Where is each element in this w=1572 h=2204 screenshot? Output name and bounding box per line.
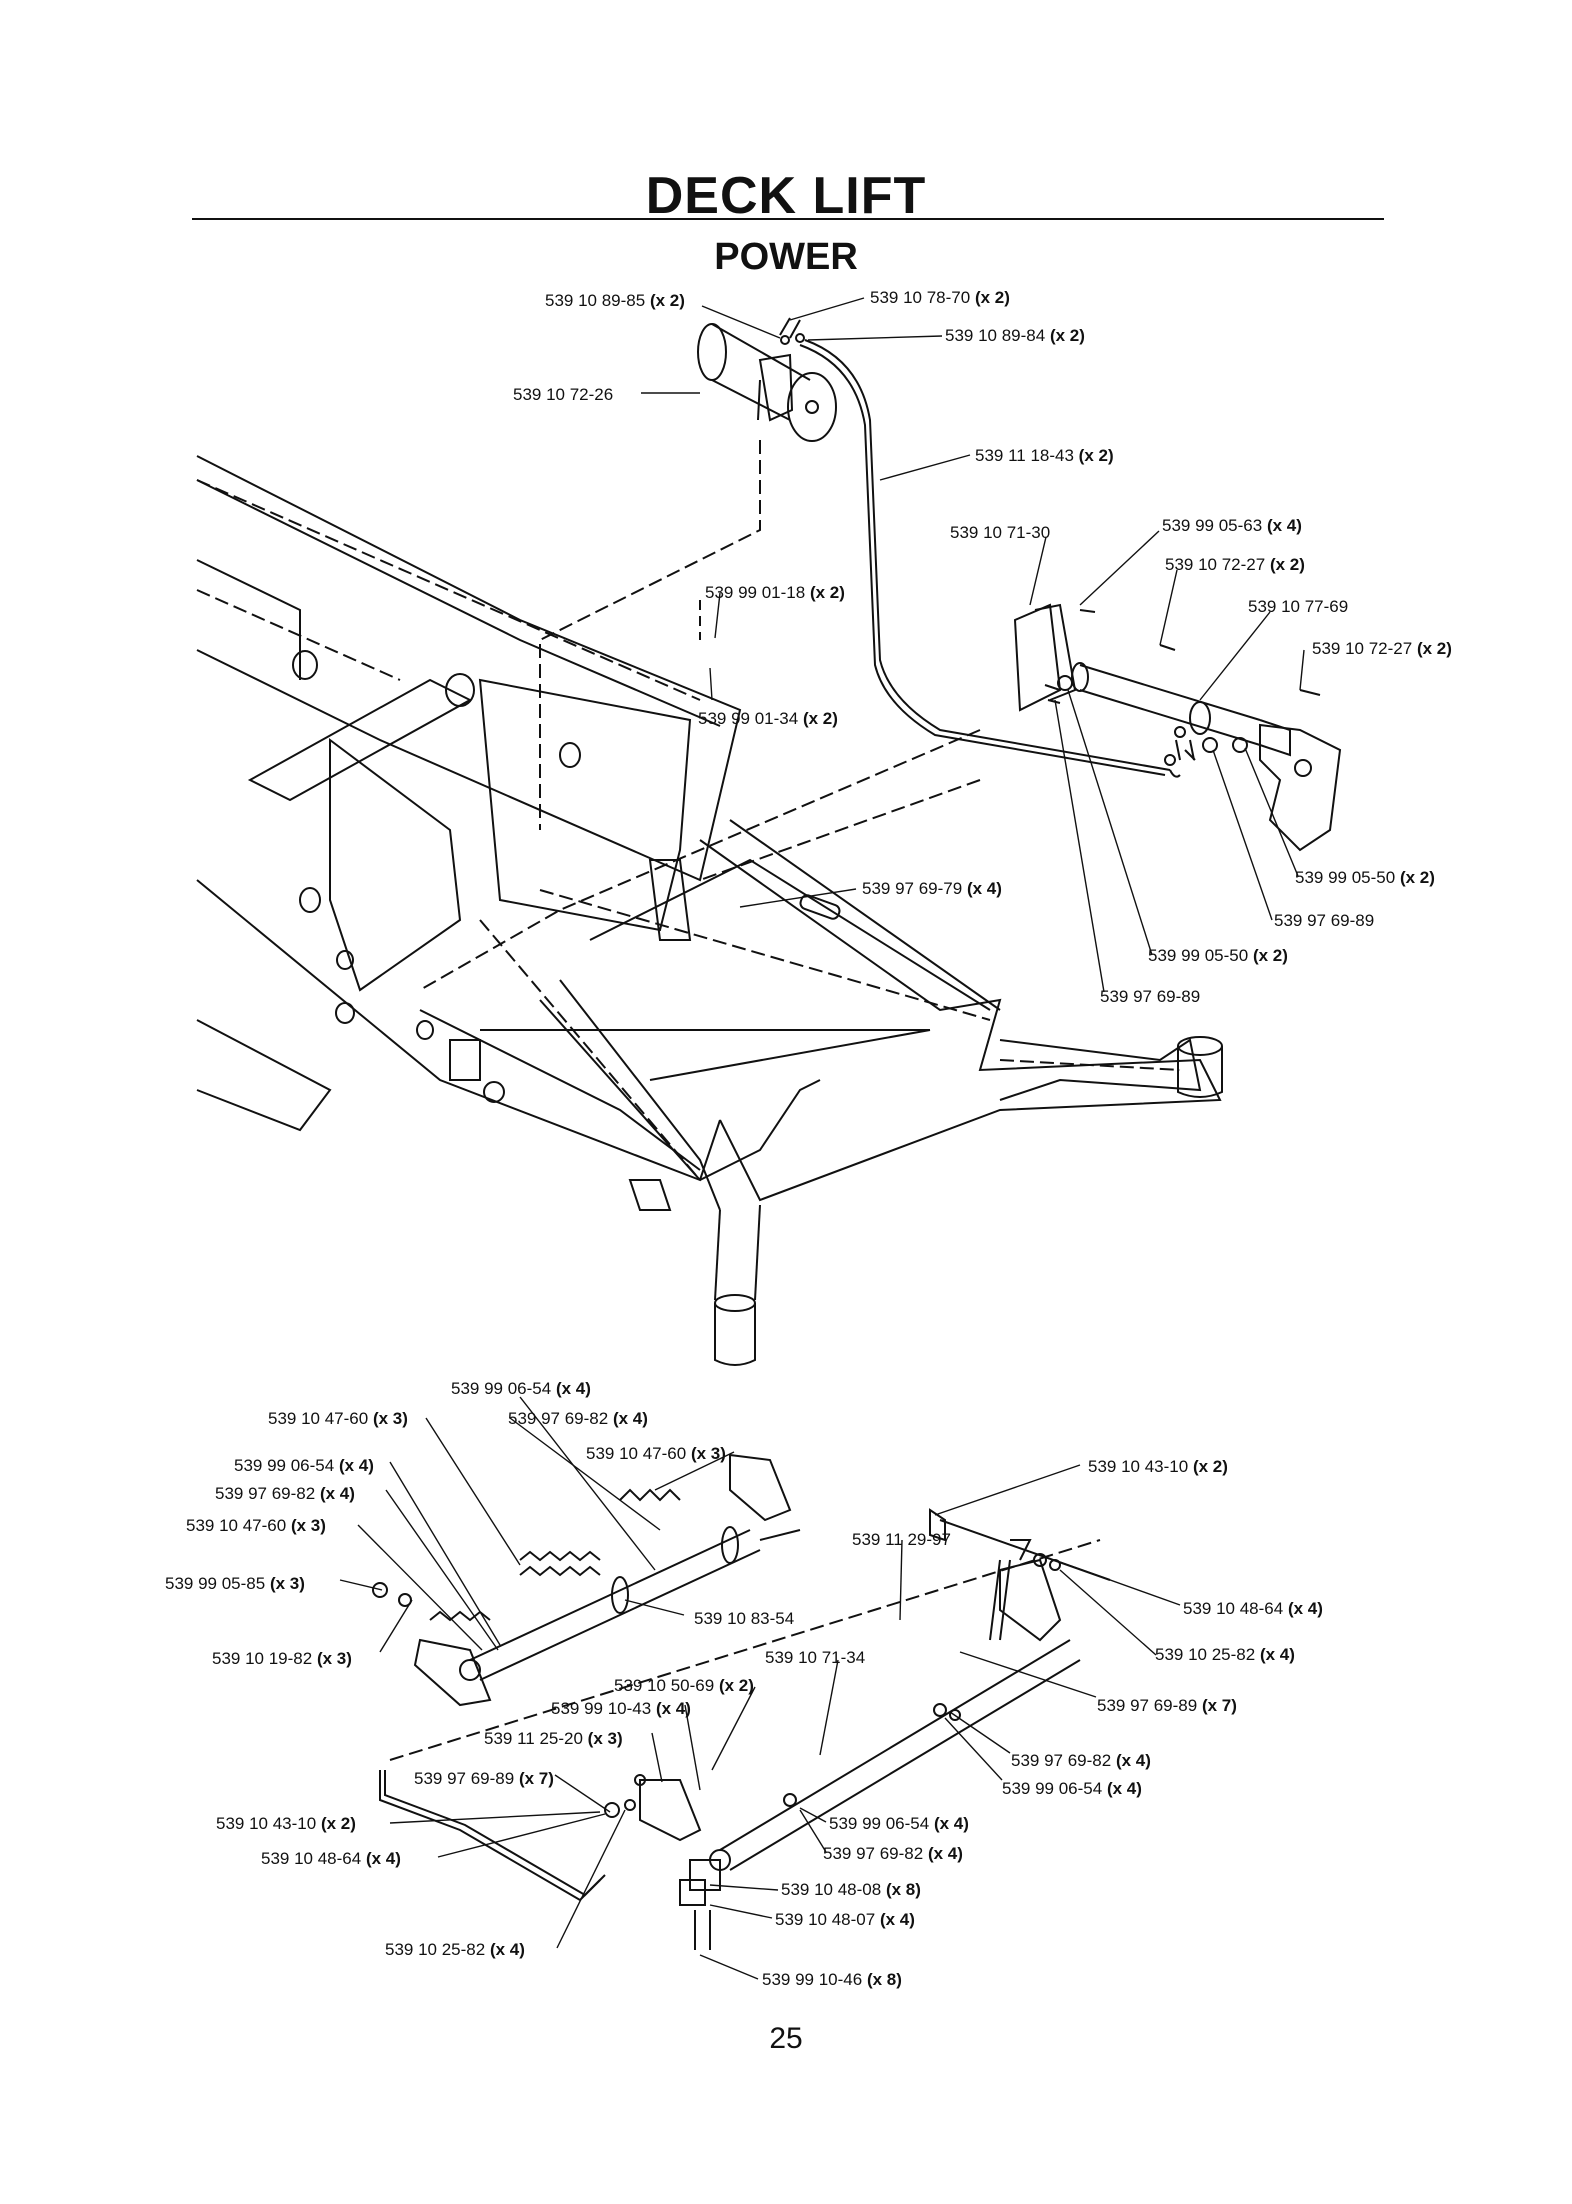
lift-arm-assembly: [1013, 603, 1342, 852]
callout-label: 539 10 77-69: [1248, 597, 1348, 616]
callout-label: 539 10 25-82 (x 4): [385, 1940, 525, 1959]
callout-label: 539 10 43-10 (x 2): [216, 1814, 356, 1833]
callout-label: 539 11 18-43 (x 2): [975, 446, 1114, 465]
callout-label: 539 99 06-54 (x 4): [234, 1456, 374, 1475]
page-number: 25: [769, 2022, 803, 2055]
callout-label: 539 99 01-18 (x 2): [705, 583, 845, 602]
callout-label: 539 10 47-60 (x 3): [186, 1516, 326, 1535]
callout-label: 539 10 43-10 (x 2): [1088, 1457, 1228, 1476]
callout-label: 539 11 25-20 (x 3): [484, 1729, 623, 1748]
callout-label: 539 97 69-79 (x 4): [862, 879, 1002, 898]
callout-label: 539 10 89-85 (x 2): [545, 291, 685, 310]
callout-label: 539 10 47-60 (x 3): [586, 1444, 726, 1463]
callout-label: 539 10 83-54: [694, 1609, 794, 1628]
title-rule: [192, 218, 1384, 220]
callout-label: 539 97 69-89: [1274, 911, 1374, 930]
callout-label: 539 10 71-30: [950, 523, 1050, 542]
callout-label: 539 97 69-89: [1100, 987, 1200, 1006]
callout-label: 539 99 01-34 (x 2): [698, 709, 838, 728]
callout-label: 539 10 25-82 (x 4): [1155, 1645, 1295, 1664]
callout-label: 539 10 47-60 (x 3): [268, 1409, 408, 1428]
callout-label: 539 10 48-64 (x 4): [261, 1849, 401, 1868]
tractor-frame: [196, 455, 1223, 1366]
callout-label: 539 99 05-50 (x 2): [1148, 946, 1288, 965]
electric-lift-actuator: [419, 317, 1171, 991]
callout-label: 539 99 10-43 (x 4): [551, 1699, 691, 1718]
callout-label: 539 10 48-07 (x 4): [775, 1910, 915, 1929]
callout-label: 539 10 48-08 (x 8): [781, 1880, 921, 1899]
callout-label: 539 97 69-82 (x 4): [1011, 1751, 1151, 1770]
callout-label: 539 97 69-82 (x 4): [823, 1844, 963, 1863]
section-subtitle: POWER: [714, 236, 858, 278]
callout-label: 539 10 78-70 (x 2): [870, 288, 1010, 307]
callout-label: 539 97 69-82 (x 4): [215, 1484, 355, 1503]
callout-label: 539 97 69-89 (x 7): [414, 1769, 554, 1788]
callout-label: 539 99 05-50 (x 2): [1295, 868, 1435, 887]
callout-label: 539 99 06-54 (x 4): [1002, 1779, 1142, 1798]
callout-label: 539 99 05-85 (x 3): [165, 1574, 305, 1593]
callout-label: 539 97 69-82 (x 4): [508, 1409, 648, 1428]
callout-label: 539 10 71-34: [765, 1648, 865, 1667]
callout-label: 539 10 50-69 (x 2): [614, 1676, 754, 1695]
callout-label: 539 97 69-89 (x 7): [1097, 1696, 1237, 1715]
leader-lines: [339, 297, 1305, 1980]
callout-label: 539 11 29-97: [852, 1530, 951, 1549]
callout-label: 539 10 48-64 (x 4): [1183, 1599, 1323, 1618]
callout-label: 539 99 06-54 (x 4): [451, 1379, 591, 1398]
callout-label: 539 10 19-82 (x 3): [212, 1649, 352, 1668]
callout-label: 539 99 05-63 (x 4): [1162, 516, 1302, 535]
callout-label: 539 10 72-26: [513, 385, 613, 404]
callout-labels: 539 10 89-85 (x 2) 539 10 78-70 (x 2) 53…: [165, 288, 1452, 1989]
callout-label: 539 10 72-27 (x 2): [1165, 555, 1305, 574]
callout-label: 539 99 10-46 (x 8): [762, 1970, 902, 1989]
callout-label: 539 10 72-27 (x 2): [1312, 639, 1452, 658]
lift-shaft-assembly: [372, 1453, 1111, 1950]
callout-label: 539 99 06-54 (x 4): [829, 1814, 969, 1833]
callout-label: 539 10 89-84 (x 2): [945, 326, 1085, 345]
page-title: DECK LIFT: [645, 167, 927, 225]
